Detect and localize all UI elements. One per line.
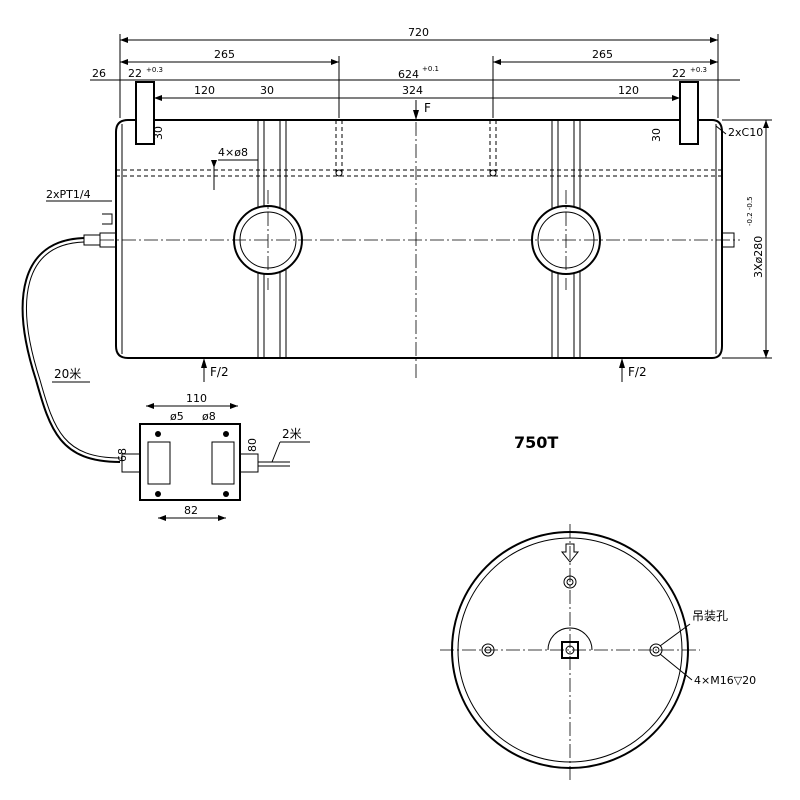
dim-30-right: 30 [650, 128, 663, 142]
dim-120-left: 120 [194, 84, 215, 97]
svg-text:+0.3: +0.3 [690, 66, 707, 74]
dim-324: 324 [402, 84, 423, 97]
dim-720: 720 [408, 26, 429, 39]
jb-width: 110 [186, 392, 207, 405]
jb-height80: 80 [246, 438, 259, 452]
dim-diameter: 3Xø280 [752, 236, 765, 278]
end-view: 吊装孔 4×M16▽20 [440, 524, 756, 780]
dimensions: 720 265 265 26 22 +0.3 624 +0.1 22 +0.3 … [46, 26, 772, 359]
dim-pipe-thread: 2xPT1/4 [46, 188, 91, 201]
dim-chamfer: 2xC10 [728, 126, 763, 139]
capacity-label: 750T [514, 433, 558, 452]
svg-text:-0.2 -0.5: -0.2 -0.5 [746, 196, 754, 226]
lifting-hole-label: 吊装孔 [692, 609, 728, 623]
dim-265-left: 265 [214, 48, 235, 61]
svg-text:+0.3: +0.3 [146, 66, 163, 74]
force-right-label: F/2 [628, 365, 647, 379]
dim-120-right: 120 [618, 84, 639, 97]
jb-spacing: 82 [184, 504, 198, 517]
dim-22-right: 22 [672, 67, 686, 80]
force-left-label: F/2 [210, 365, 229, 379]
cable: 20米 [21, 237, 121, 463]
left-lug [135, 81, 155, 145]
bolt-holes-label: 4×M16▽20 [694, 674, 756, 687]
junction-box: 110 ø5 ø8 68 80 82 2米 [116, 392, 310, 521]
dim-30-left: 30 [152, 126, 165, 140]
dim-22-left: 22 [128, 67, 142, 80]
force-arrows: F F/2 F/2 [201, 100, 647, 382]
front-view [83, 81, 740, 380]
dim-30-top: 30 [260, 84, 274, 97]
cable-20m-label: 20米 [54, 367, 81, 381]
cable-2m-label: 2米 [282, 427, 302, 441]
dim-265-right: 265 [592, 48, 613, 61]
dim-holes-4x8: 4×ø8 [218, 146, 248, 159]
dim-26: 26 [92, 67, 106, 80]
cylinder-outline [115, 119, 723, 359]
right-lug [679, 81, 699, 145]
dim-624: 624 [398, 68, 419, 81]
jb-hole8: ø8 [202, 410, 216, 423]
jb-hole5: ø5 [170, 410, 184, 423]
svg-text:+0.1: +0.1 [422, 65, 439, 73]
force-top-label: F [424, 101, 431, 115]
right-connector [721, 232, 735, 248]
jb-height68: 68 [116, 448, 129, 462]
